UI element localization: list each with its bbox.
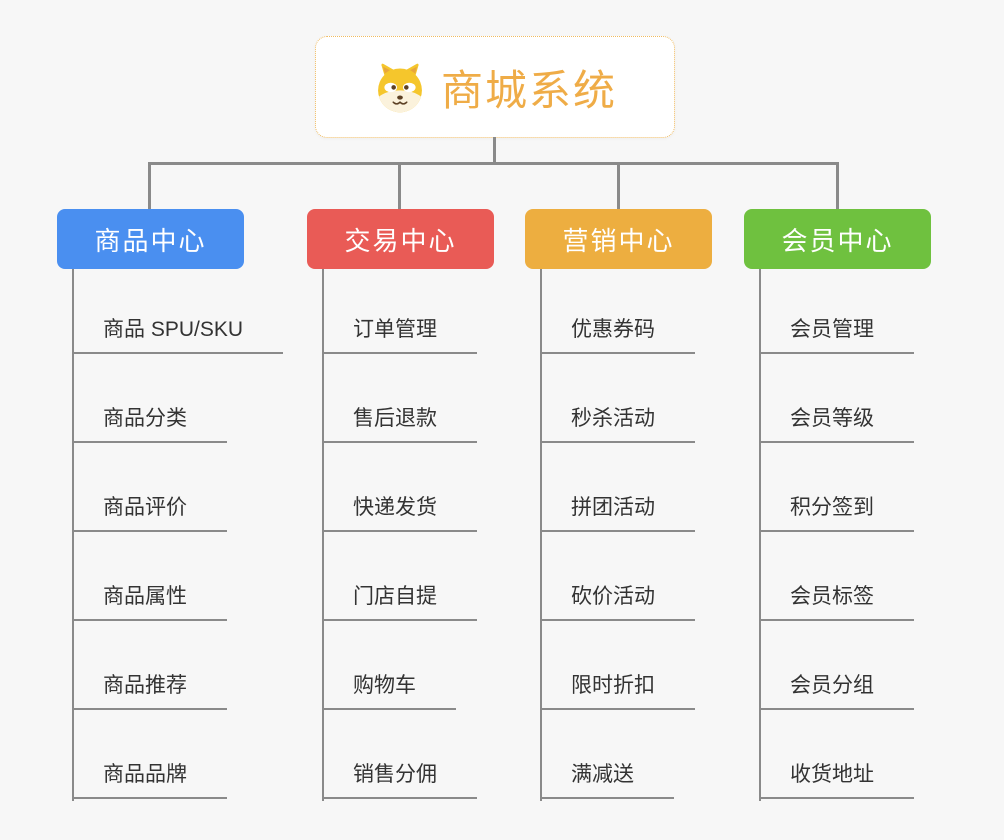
leaf-node-full-reduction[interactable]: 满减送 [541,763,674,800]
leaf-node-express-delivery[interactable]: 快递发货 [323,496,477,533]
leaf-node-flash-sale[interactable]: 秒杀活动 [541,407,695,444]
leaf-node-store-pickup[interactable]: 门店自提 [323,585,477,622]
leaf-node-shipping-address[interactable]: 收货地址 [760,763,914,800]
leaf-node-limited-time-discount[interactable]: 限时折扣 [541,674,695,711]
branch-node-product-center[interactable]: 商品中心 [57,209,244,269]
leaf-node-member-tag[interactable]: 会员标签 [760,585,914,622]
leaf-node-member-group[interactable]: 会员分组 [760,674,914,711]
leaf-node-sales-commission[interactable]: 销售分佣 [323,763,477,800]
leaf-node-points-checkin[interactable]: 积分签到 [760,496,914,533]
connector-horizontal-bar [148,162,839,165]
branch-node-marketing-center[interactable]: 营销中心 [525,209,712,269]
leaf-node-member-management[interactable]: 会员管理 [760,318,914,355]
leaf-node-member-level[interactable]: 会员等级 [760,407,914,444]
branch-node-trade-center[interactable]: 交易中心 [307,209,494,269]
connector-drop-product [148,162,151,210]
leaf-node-product-brand[interactable]: 商品品牌 [73,763,227,800]
leaf-node-bargain-activity[interactable]: 砍价活动 [541,585,695,622]
tree-line-marketing [540,269,542,801]
leaf-node-coupon-code[interactable]: 优惠券码 [541,318,695,355]
leaf-node-product-recommend[interactable]: 商品推荐 [73,674,227,711]
connector-drop-marketing [617,162,620,210]
leaf-node-shopping-cart[interactable]: 购物车 [323,674,456,711]
leaf-node-product-review[interactable]: 商品评价 [73,496,227,533]
tree-line-member [759,269,761,801]
leaf-node-product-spu-sku[interactable]: 商品 SPU/SKU [73,318,284,355]
connector-root-stub [493,137,496,163]
leaf-node-order-management[interactable]: 订单管理 [323,318,477,355]
root-node-title: 商城系统 [440,66,617,114]
leaf-node-group-buy[interactable]: 拼团活动 [541,496,695,533]
leaf-node-product-attribute[interactable]: 商品属性 [73,585,227,622]
tree-line-product [72,269,74,801]
tree-line-trade [322,269,324,801]
shiba-dog-face-icon [373,60,427,114]
connector-drop-member [836,162,839,210]
leaf-node-product-category[interactable]: 商品分类 [73,407,227,444]
root-node[interactable]: 商城系统 [315,36,675,138]
branch-node-member-center[interactable]: 会员中心 [744,209,931,269]
connector-drop-trade [398,162,401,210]
leaf-node-after-sale-refund[interactable]: 售后退款 [323,407,477,444]
